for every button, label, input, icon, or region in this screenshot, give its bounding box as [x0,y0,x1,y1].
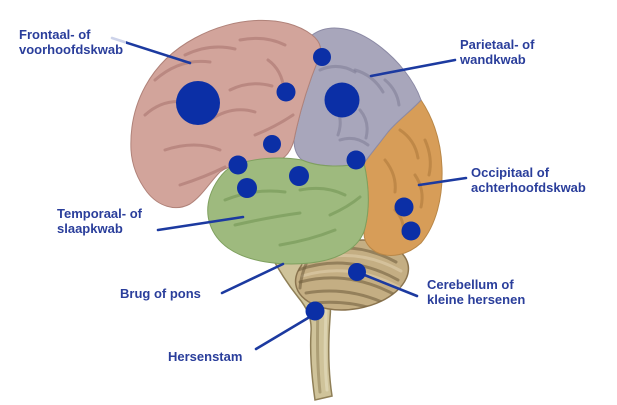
label-occipital-line1: Occipitaal of [471,165,550,180]
marker-dot-brainstem[interactable] [305,301,325,321]
marker-dot-frontal-lower[interactable] [228,155,248,175]
marker-dot-cerebellum[interactable] [348,263,366,281]
callout-line-brainstem [254,316,310,351]
label-cerebellum-line1: Cerebellum of [427,277,514,292]
label-parietal-line2: wandkwab [460,52,526,68]
label-occipital-line2: achterhoofdskwab [471,180,586,196]
label-temporal-line2: slaapkwab [57,221,123,237]
label-frontal-line2: voorhoofdskwab [19,42,124,58]
label-brainstem-line1: Hersenstam [168,349,243,364]
marker-dot-occipital-upper[interactable] [394,197,414,217]
temporal-lobe-region [207,157,369,265]
label-cerebellum: Cerebellum of kleine hersenen [424,276,529,309]
marker-dot-frontal-mid[interactable] [263,135,281,153]
label-pons: Brug of pons [117,285,204,303]
marker-dot-temporal-left[interactable] [237,178,257,198]
label-frontal-line1: Frontaal- of [19,27,91,42]
occipital-lobe-region [363,99,443,256]
marker-dot-frontal-large[interactable] [176,81,220,125]
temporal-lobe-shape [207,157,369,265]
label-parietal-line1: Parietaal- of [460,37,535,52]
marker-dot-frontal-upper[interactable] [276,82,296,102]
callout-line-cerebellum [360,272,419,298]
marker-dot-parietal-lower[interactable] [346,150,366,170]
callout-line-temporal [156,215,245,232]
label-frontal-lobe: Frontaal- of voorhoofdskwab [16,26,127,59]
marker-dot-parietal-top[interactable] [313,48,331,66]
marker-dots [176,48,421,321]
marker-dot-temporal-top[interactable] [289,166,309,186]
callout-line-occipital [417,176,468,187]
callout-line-pons [220,262,285,295]
callout-lines [110,36,468,351]
label-temporal-line1: Temporaal- of [57,206,142,221]
label-temporal-lobe: Temporaal- of slaapkwab [54,205,145,238]
label-pons-line1: Brug of pons [120,286,201,301]
label-brainstem: Hersenstam [165,348,246,366]
marker-dot-occipital-lower[interactable] [401,221,421,241]
callout-line-parietal [369,58,457,78]
label-occipital-lobe: Occipitaal of achterhoofdskwab [468,164,589,197]
label-parietal-lobe: Parietaal- of wandkwab [457,36,538,69]
marker-dot-parietal-large[interactable] [324,82,360,118]
label-cerebellum-line2: kleine hersenen [427,292,526,308]
